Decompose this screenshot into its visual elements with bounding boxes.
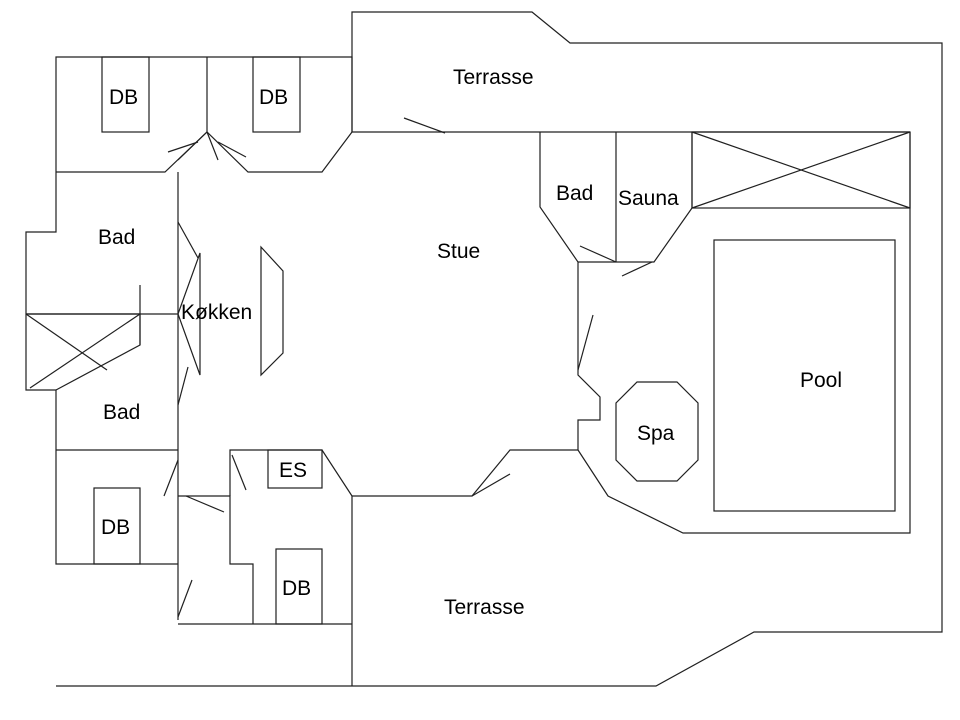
top-bedrooms-walls — [55, 56, 353, 173]
room-label-spa: Spa — [637, 422, 675, 445]
room-label-bad-right: Bad — [556, 182, 593, 205]
room-label-terrasse-top: Terrasse — [453, 66, 534, 89]
room-label-bad-left-top: Bad — [98, 226, 135, 249]
stue-walls — [352, 117, 601, 497]
room-label-bad-left-bottom: Bad — [103, 401, 140, 424]
kitchen-fixtures — [177, 221, 284, 406]
room-label-sauna: Sauna — [618, 187, 679, 210]
room-label-es: ES — [279, 459, 307, 482]
site-outline — [56, 11, 943, 687]
room-label-kokken: Køkken — [181, 301, 252, 324]
room-label-pool: Pool — [800, 369, 842, 392]
room-label-db-bottom-left: DB — [101, 516, 130, 539]
room-label-db-top-right: DB — [259, 86, 288, 109]
room-label-terrasse-bottom: Terrasse — [444, 596, 525, 619]
wellness-walls — [540, 131, 911, 534]
room-label-stue: Stue — [437, 240, 480, 263]
room-label-db-bottom-right: DB — [282, 577, 311, 600]
room-label-db-top-left: DB — [109, 86, 138, 109]
bottom-bedrooms-walls — [55, 449, 353, 625]
left-bath-walls — [25, 172, 179, 620]
